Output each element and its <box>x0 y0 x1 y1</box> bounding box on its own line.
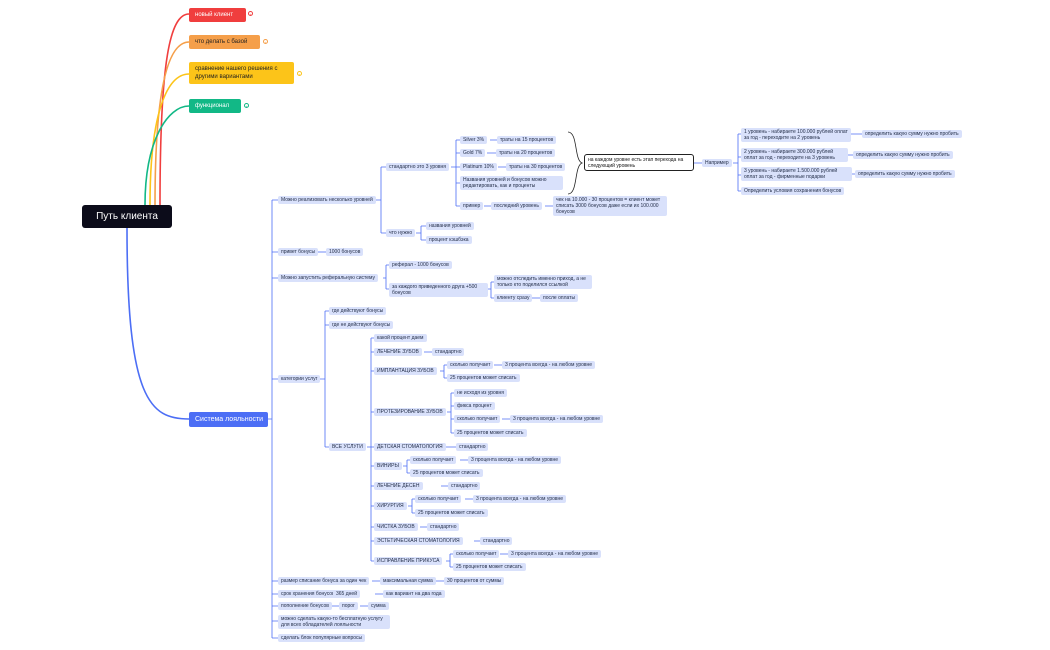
node-level-3-note[interactable]: определить какую сумму нужно пробить <box>855 170 955 178</box>
node-level-names[interactable]: названия уровней <box>426 222 474 230</box>
node-prosthetics-spend[interactable]: 25 процентов может списать <box>454 429 527 437</box>
node-veneers[interactable]: ВИНИРЫ <box>374 462 402 470</box>
node-level-1-note[interactable]: определить какую сумму нужно пробить <box>862 130 962 138</box>
node-where-not-bonuses[interactable]: где не действуют бонусы <box>329 321 394 329</box>
node-topup-threshold[interactable]: порог <box>339 602 358 610</box>
node-kids[interactable]: ДЕТСКАЯ СТОМАТОЛОГИЯ <box>374 443 446 451</box>
node-referral-after-pay[interactable]: после оплаты <box>540 294 579 302</box>
node-all-services[interactable]: ВСЕ УСЛУГИ <box>329 443 366 451</box>
add-icon[interactable]: + <box>244 103 249 109</box>
node-platinum-spend[interactable]: траты на 30 процентов <box>506 163 566 171</box>
branch-comparison[interactable]: сравнение нашего решения с другими вариа… <box>189 62 294 84</box>
node-spend-value[interactable]: 30 процентов от суммы <box>444 577 505 585</box>
node-for-example[interactable]: Например <box>702 159 732 167</box>
node-level-2-note[interactable]: определить какую сумму нужно пробить <box>853 151 953 159</box>
node-surgery-spend[interactable]: 25 процентов может списать <box>415 509 488 517</box>
node-referral[interactable]: Можно запустить реферальную систему <box>278 274 379 282</box>
node-cashback[interactable]: процент кэшбэка <box>426 236 472 244</box>
node-faq[interactable]: сделать блок популярные вопросы <box>278 634 366 642</box>
node-prosthetics-not-level[interactable]: не исходя из уровня <box>454 389 507 397</box>
node-welcome-value[interactable]: 1000 бонусов <box>326 248 364 256</box>
node-veneers-spend[interactable]: 25 процентов может списать <box>410 469 483 477</box>
node-prosthetics-fixed[interactable]: фикса процент <box>454 402 495 410</box>
node-what-need[interactable]: что нужно <box>386 229 416 237</box>
node-bite-spend[interactable]: 25 процентов может списать <box>453 563 526 571</box>
node-referral-2[interactable]: за каждого приведенного друга +500 бонус… <box>389 283 488 297</box>
branch-database[interactable]: что делать с базой <box>189 35 260 49</box>
node-level-1[interactable]: 1 уровень - набираете 100.000 рублей опл… <box>741 128 851 142</box>
node-last-level-note[interactable]: чек на 10.000 - 30 процентов = клиент мо… <box>553 196 667 216</box>
node-topup-sum[interactable]: сумма <box>368 602 389 610</box>
node-levels[interactable]: Можно реализовать несколько уровней <box>278 196 376 204</box>
node-spend-max[interactable]: максимальная сумма <box>380 577 436 585</box>
node-topup[interactable]: пополнение бонусов <box>278 602 332 610</box>
branch-loyalty-system[interactable]: Система лояльности <box>189 412 268 427</box>
node-gums-standard[interactable]: стандартно <box>448 482 481 490</box>
node-cleaning[interactable]: ЧИСТКА ЗУБОВ <box>374 523 418 531</box>
node-referral-track[interactable]: можно отследить именно приход, а не толь… <box>494 275 592 289</box>
node-surgery-3pct[interactable]: 3 процента всегда - на любом уровне <box>473 495 567 503</box>
node-storage-variant[interactable]: как вариант на два года <box>383 590 445 598</box>
node-categories[interactable]: категории услуг <box>278 375 321 383</box>
node-aesthetic-standard[interactable]: стандартно <box>480 537 513 545</box>
node-editable[interactable]: Названия уровней и бонусов можно редакти… <box>460 176 563 190</box>
node-where-bonuses[interactable]: где действуют бонусы <box>329 307 387 315</box>
node-implant-spend[interactable]: 25 процентов может списать <box>447 374 520 382</box>
node-bite-how-much[interactable]: сколько получает <box>453 550 500 558</box>
node-prosthetics-3pct[interactable]: 3 процента всегда - на любом уровне <box>510 415 604 423</box>
node-kids-standard[interactable]: стандартно <box>456 443 489 451</box>
node-level-conditions[interactable]: Определить условия сохранения бонусов <box>741 187 845 195</box>
node-spend-size[interactable]: размер списание бонуса за один чек <box>278 577 370 585</box>
add-icon[interactable]: + <box>248 11 253 17</box>
node-surgery-how-much[interactable]: сколько получает <box>415 495 462 503</box>
node-referral-instant[interactable]: клиенту сразу <box>494 294 533 302</box>
node-aesthetic[interactable]: ЭСТЕТИЧЕСКАЯ СТОМАТОЛОГИЯ <box>374 537 463 545</box>
node-implant[interactable]: ИМПЛАНТАЦИЯ ЗУБОВ <box>374 367 437 375</box>
node-level-3[interactable]: 3 уровень - набираете 1.500.000 рублей о… <box>741 167 852 181</box>
node-surgery[interactable]: ХИРУРГИЯ <box>374 502 407 510</box>
node-veneers-3pct[interactable]: 3 процента всегда - на любом уровне <box>468 456 562 464</box>
node-storage[interactable]: срок хранения бонусов <box>278 590 338 598</box>
node-referral-1[interactable]: реферал - 1000 бонусов <box>389 261 452 269</box>
node-platinum[interactable]: Platinum 10% <box>460 163 497 171</box>
node-level-2[interactable]: 2 уровень - набираете 300.000 рублей опл… <box>741 148 848 162</box>
node-gold-spend[interactable]: траты на 20 процентов <box>496 149 556 157</box>
node-silver-spend[interactable]: траты на 15 процентов <box>497 136 557 144</box>
node-treatment-standard[interactable]: стандартно <box>432 348 465 356</box>
node-implant-3pct[interactable]: 3 процента всегда - на любом уровне <box>502 361 596 369</box>
node-bite[interactable]: ИСПРАВЛЕНИЕ ПРИКУСА <box>374 557 443 565</box>
node-storage-days[interactable]: 365 дней <box>333 590 360 598</box>
callout-level-transition[interactable]: на каждом уровне есть этап перехода на с… <box>584 154 694 171</box>
node-standard-levels[interactable]: стандартно это 3 уровня <box>386 163 450 171</box>
root-node[interactable]: Путь клиента <box>82 205 172 228</box>
node-bite-3pct[interactable]: 3 процента всегда - на любом уровне <box>508 550 602 558</box>
node-example[interactable]: пример <box>460 202 484 210</box>
node-free-service[interactable]: можно сделать какую-то бесплатную услугу… <box>278 615 390 629</box>
add-icon[interactable]: + <box>297 71 302 77</box>
node-last-level[interactable]: последний уровень <box>491 202 542 210</box>
node-which-percent[interactable]: какой процент даем <box>374 334 427 342</box>
node-cleaning-standard[interactable]: стандартно <box>427 523 460 531</box>
node-implant-how-much[interactable]: сколько получает <box>447 361 494 369</box>
branch-new-client[interactable]: новый клиент <box>189 8 246 22</box>
node-prosthetics[interactable]: ПРОТЕЗИРОВАНИЕ ЗУБОВ <box>374 408 446 416</box>
node-gums[interactable]: ЛЕЧЕНИЕ ДЕСЕН <box>374 482 423 490</box>
add-icon[interactable]: + <box>263 39 268 45</box>
node-treatment[interactable]: ЛЕЧЕНИЕ ЗУБОВ <box>374 348 422 356</box>
node-veneers-how-much[interactable]: сколько получает <box>410 456 457 464</box>
node-prosthetics-how-much[interactable]: сколько получает <box>454 415 501 423</box>
node-gold[interactable]: Gold 7% <box>460 149 486 157</box>
branch-functionality[interactable]: функционал <box>189 99 241 113</box>
node-welcome-bonus[interactable]: привет бонусы <box>278 248 319 256</box>
node-silver[interactable]: Silver 3% <box>460 136 488 144</box>
